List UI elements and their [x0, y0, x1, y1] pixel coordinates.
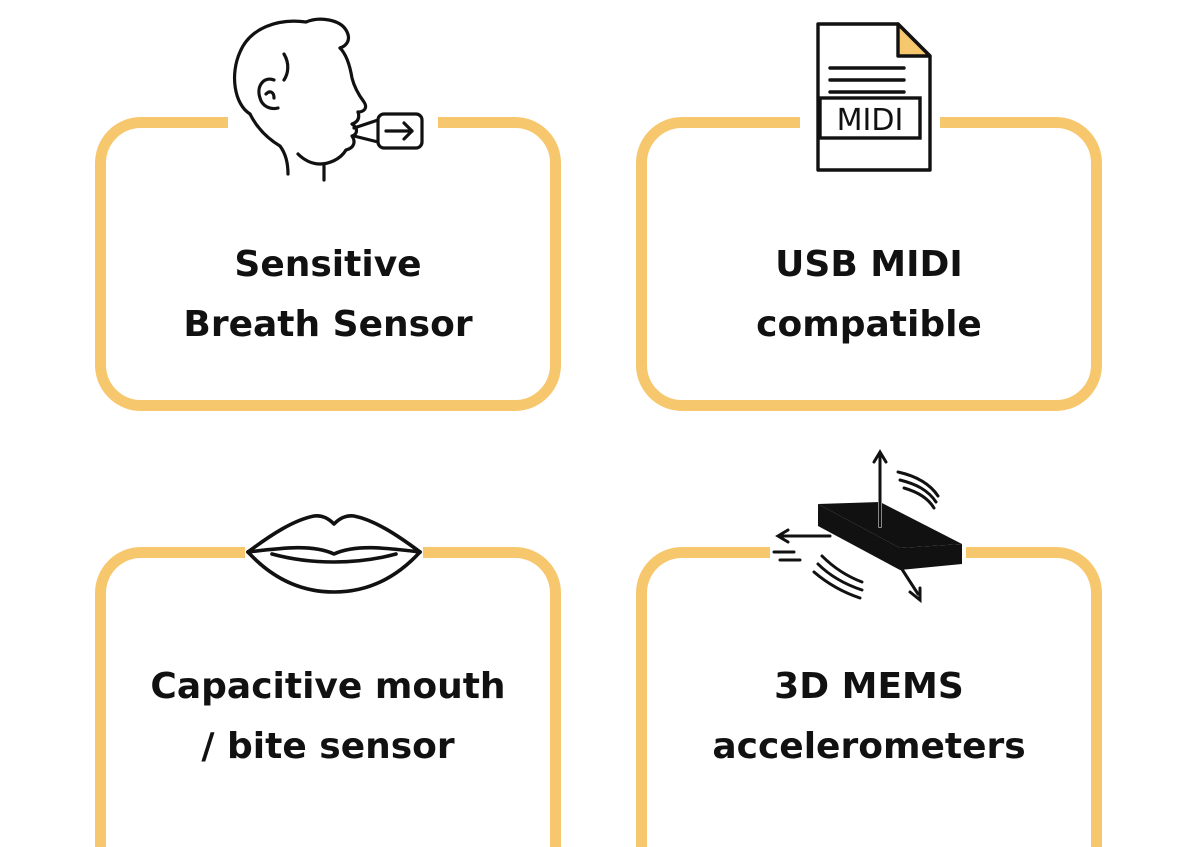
feature-line-2: Breath Sensor [183, 304, 473, 345]
lips-icon [246, 514, 422, 594]
feature-line-2: / bite sensor [201, 726, 455, 767]
accelerometer-icon [772, 449, 962, 604]
feature-line-2: compatible [756, 304, 982, 345]
feature-line-2: accelerometers [712, 726, 1026, 767]
feature-line-1: 3D MEMS [774, 666, 964, 707]
feature-label-mouth: Capacitive mouth / bite sensor [106, 657, 550, 777]
feature-label-mems: 3D MEMS accelerometers [647, 657, 1091, 777]
feature-line-1: Sensitive [234, 244, 422, 285]
feature-card-mouth: Capacitive mouth / bite sensor [95, 547, 561, 847]
breath-icon [232, 17, 424, 182]
feature-label-breath: Sensitive Breath Sensor [106, 235, 550, 355]
feature-card-mems: 3D MEMS accelerometers [636, 547, 1102, 847]
feature-line-1: USB MIDI [775, 244, 963, 285]
feature-label-midi: USB MIDI compatible [647, 235, 1091, 355]
midi-file-icon: MIDI [816, 22, 932, 172]
midi-icon-text: MIDI [837, 103, 904, 138]
feature-line-1: Capacitive mouth [150, 666, 506, 707]
